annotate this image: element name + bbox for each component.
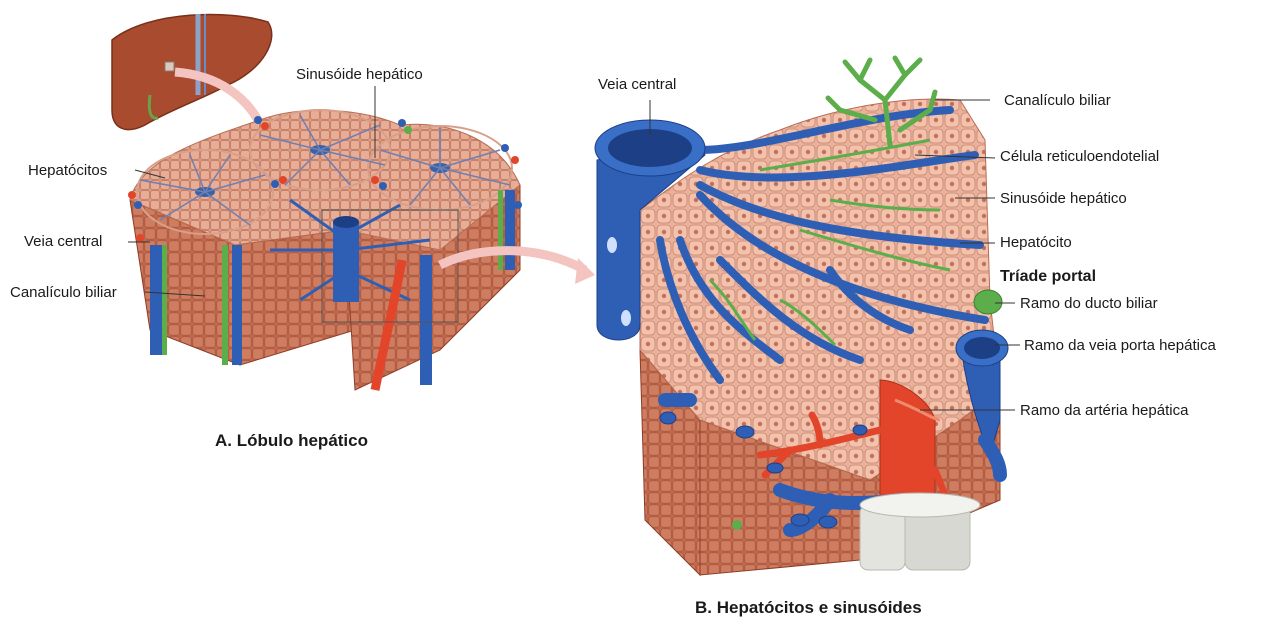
caption-panel-a: A. Lóbulo hepático xyxy=(215,431,368,451)
label-veia-porta: Ramo da veia porta hepática xyxy=(1024,337,1216,354)
label-ducto-biliar: Ramo do ducto biliar xyxy=(1020,295,1158,312)
label-sinusoide-a: Sinusóide hepático xyxy=(296,66,423,83)
hepatic-lobule-block xyxy=(128,110,522,390)
label-arteria-hepatica: Ramo da artéria hepática xyxy=(1020,402,1188,419)
label-hepatocitos: Hepatócitos xyxy=(28,162,107,179)
label-hepatocito: Hepatócito xyxy=(1000,234,1072,251)
caption-panel-b: B. Hepatócitos e sinusóides xyxy=(695,598,922,618)
label-veia-central-b: Veia central xyxy=(598,76,676,93)
label-canaliculo-a: Canalículo biliar xyxy=(10,284,117,301)
label-veia-central-a: Veia central xyxy=(24,233,102,250)
cut-vessel-tubes xyxy=(860,493,980,570)
label-triade-portal: Tríade portal xyxy=(1000,268,1096,286)
sinusoid-detail-block xyxy=(595,58,1008,575)
label-celula-reticuloendotelial: Célula reticuloendotelial xyxy=(1000,148,1159,165)
label-canaliculo-b: Canalículo biliar xyxy=(1004,92,1111,109)
label-sinusoide-b: Sinusóide hepático xyxy=(1000,190,1127,207)
